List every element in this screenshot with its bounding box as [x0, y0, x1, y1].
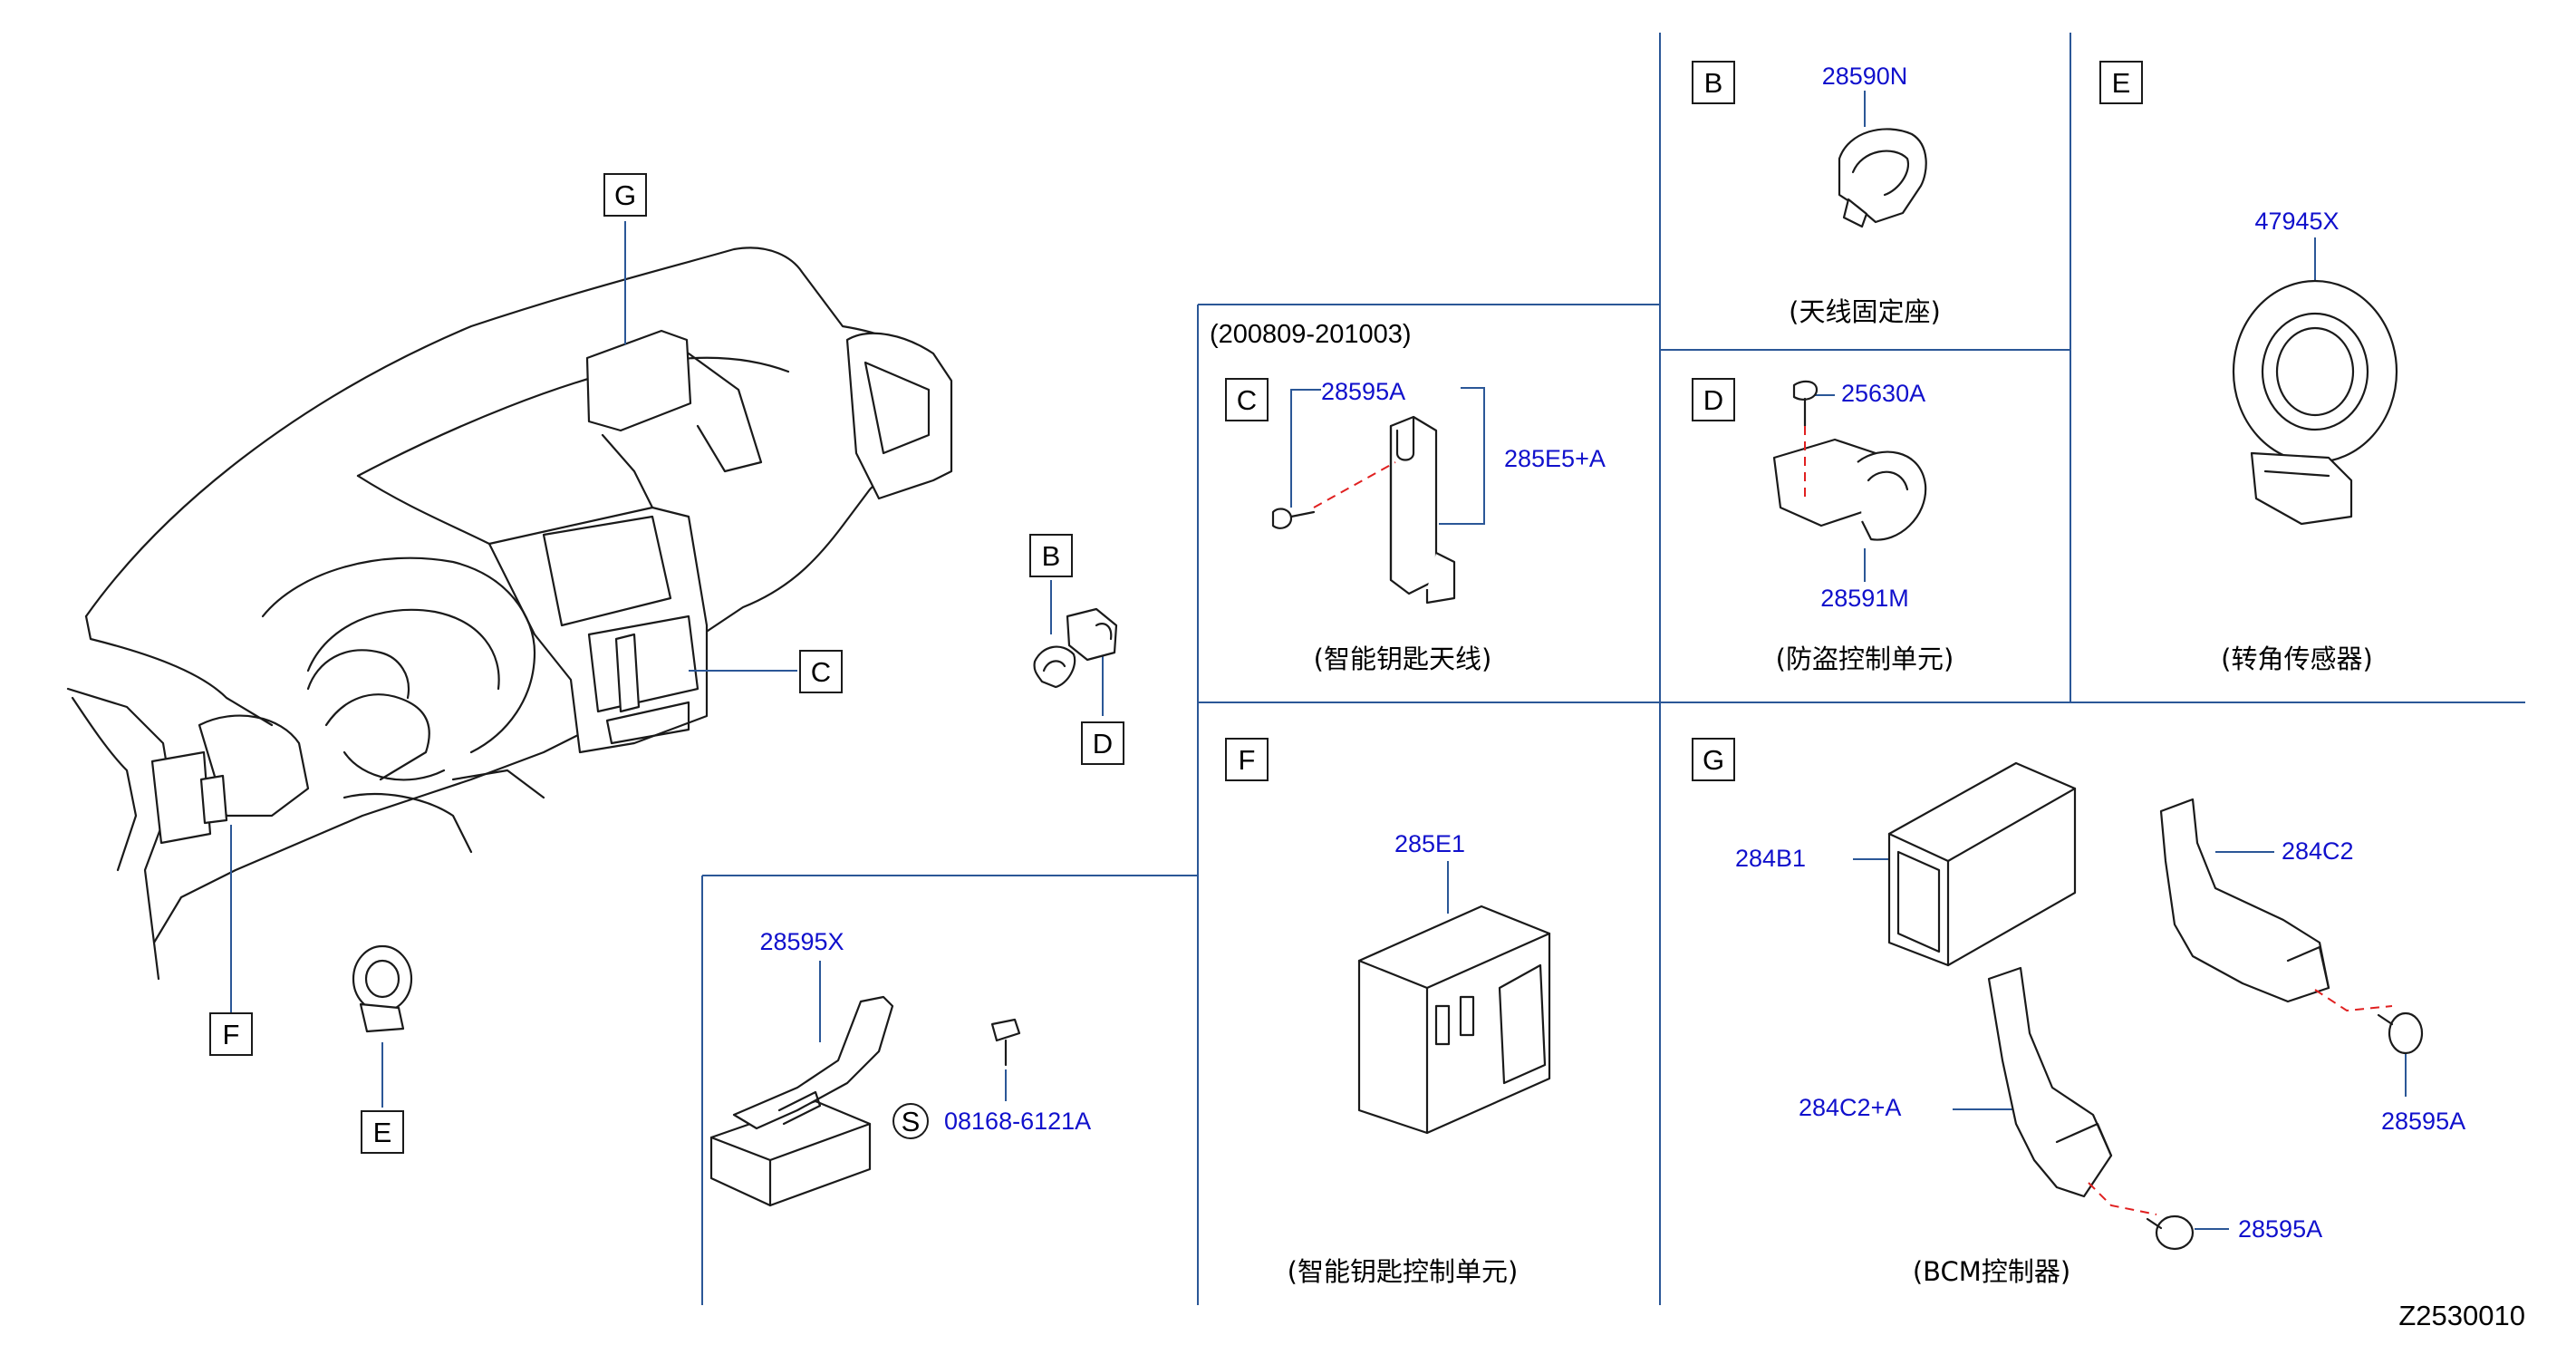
panel-grid: [701, 33, 2525, 1305]
panel-d-caption: (防盗控制单元): [1776, 643, 1954, 674]
panel-g-caption: (BCM控制器): [1913, 1256, 2070, 1287]
part-28595a-g-upper[interactable]: 28595A: [2381, 1108, 2465, 1135]
panel-c-date-range: (200809-201003): [1210, 320, 1412, 349]
bracket-284c2-a: [1987, 966, 2113, 1198]
panel-b-letter: B: [1704, 67, 1723, 99]
panel-e-letter: E: [2112, 67, 2131, 99]
screw-28595a-upper: [2377, 1011, 2424, 1055]
panel-f-letter-box: [1225, 738, 1269, 781]
overview-antenna-holder: [1033, 645, 1076, 689]
part-284c2-a[interactable]: 284C2+A: [1799, 1094, 1901, 1121]
overview-leaders: [230, 221, 1104, 1108]
antenna-bracket: [709, 995, 894, 1207]
bcm-module: [1887, 761, 2077, 967]
antenna-holder: [1838, 128, 1927, 228]
panel-g-letter-box: [1692, 738, 1735, 781]
panel-e-letter-box: [2099, 61, 2143, 104]
s-symbol: S: [902, 1106, 921, 1137]
callout-f[interactable]: F: [223, 1019, 240, 1050]
part-28595x[interactable]: 28595X: [759, 928, 844, 955]
panel-d-letter: D: [1703, 384, 1723, 416]
callout-b[interactable]: B: [1042, 540, 1061, 572]
panel-b-letter-box: [1692, 61, 1735, 104]
part-285e5-a[interactable]: 285E5+A: [1504, 445, 1606, 472]
panel-b-caption: (天线固定座): [1789, 296, 1941, 327]
callout-c[interactable]: C: [811, 656, 831, 688]
smart-key-antenna: [1271, 415, 1456, 605]
part-28595a-c[interactable]: 28595A: [1321, 378, 1405, 405]
part-28590n[interactable]: 28590N: [1822, 63, 1908, 90]
bracket-284c2: [2159, 798, 2330, 1003]
dashboard-illustration: [66, 247, 953, 981]
panel-f-letter: F: [1239, 744, 1256, 776]
part-284b1[interactable]: 284B1: [1735, 845, 1806, 872]
part-28595a-g-lower[interactable]: 28595A: [2238, 1215, 2322, 1243]
overview-callout-boxes: [209, 173, 1124, 1154]
callout-g[interactable]: G: [614, 179, 636, 211]
panel-c-letter-box: [1225, 378, 1269, 421]
smart-key-control-unit: [1357, 905, 1551, 1135]
callout-e[interactable]: E: [373, 1117, 392, 1148]
part-08168-6121a[interactable]: 08168-6121A: [944, 1108, 1091, 1135]
callout-d[interactable]: D: [1093, 728, 1113, 760]
immobilizer-unit: [1772, 380, 1927, 541]
panel-e-caption: (转角传感器): [2221, 643, 2373, 674]
overview-steering-sensor: [352, 944, 413, 1033]
panel-c-caption: (智能钥匙天线): [1314, 643, 1492, 674]
panel-c-letter: C: [1237, 384, 1257, 416]
part-47945x[interactable]: 47945X: [2254, 208, 2339, 235]
part-284c2[interactable]: 284C2: [2282, 837, 2354, 865]
panel-g-letter: G: [1703, 744, 1724, 776]
panel-d-letter-box: [1692, 378, 1735, 421]
part-28591m[interactable]: 28591M: [1820, 585, 1909, 612]
part-25630a[interactable]: 25630A: [1841, 380, 1925, 407]
overview-immobilizer: [1066, 607, 1118, 662]
panel-f-caption: (智能钥匙控制单元): [1288, 1256, 1519, 1287]
part-285e1[interactable]: 285E1: [1394, 830, 1465, 857]
bolt-08168: [990, 1018, 1021, 1067]
diagram-code: Z2530010: [2398, 1300, 2525, 1331]
screw-28595a-lower: [2146, 1214, 2195, 1251]
steering-angle-sensor: [2232, 279, 2398, 526]
